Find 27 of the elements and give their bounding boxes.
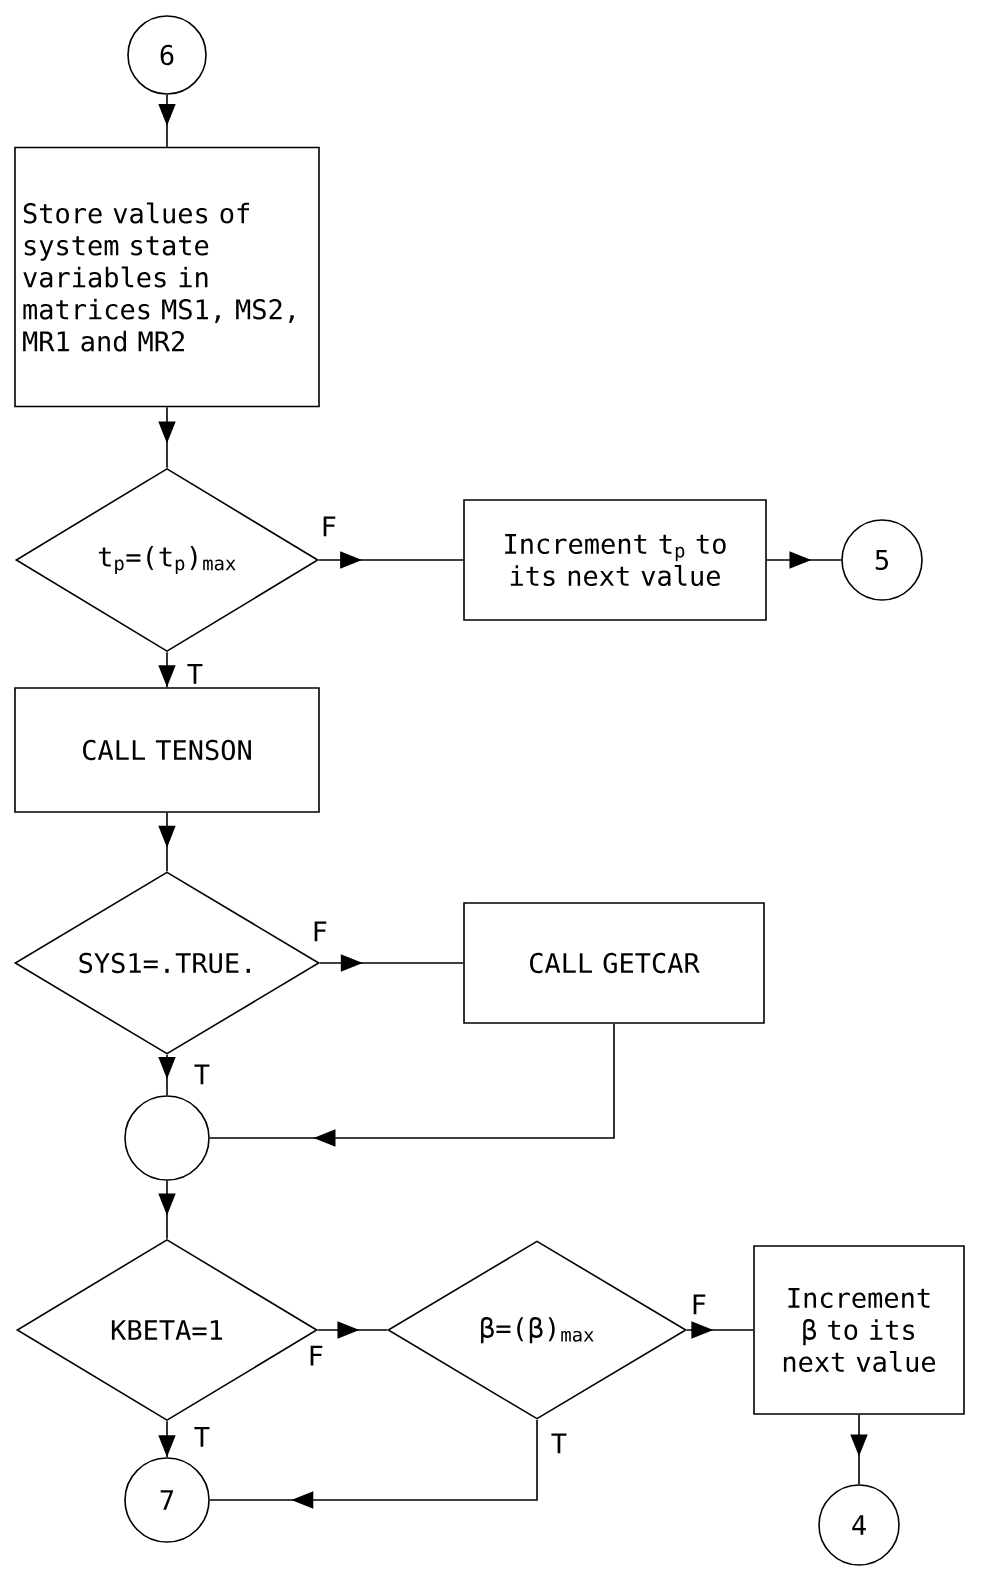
arrow: [766, 551, 842, 569]
process-box: Increment t$_{p}$ to its next value: [463, 499, 767, 621]
edge-label: T: [549, 1432, 569, 1455]
arrow: [850, 1414, 868, 1485]
arrow: [158, 1180, 176, 1240]
edge-label: T: [192, 1426, 212, 1448]
edge-label: T: [192, 1063, 212, 1086]
connector-circle: [124, 1095, 210, 1181]
process-box: CALL GETCAR: [463, 902, 765, 1024]
arrow: [158, 406, 176, 469]
edge-label: F: [689, 1293, 708, 1316]
arrow: [158, 1054, 176, 1096]
process-box: Store values of system state variables in matrices MS1, MS2, MR1 and MR2: [14, 146, 320, 408]
arrow: [209, 1023, 615, 1147]
edge-label: F: [319, 515, 338, 538]
arrow: [158, 651, 176, 688]
arrow: [158, 812, 176, 872]
edge-label: T: [185, 663, 205, 685]
arrow: [686, 1321, 754, 1339]
arrow: [319, 954, 464, 972]
arrow: [158, 94, 176, 148]
arrow: [209, 1419, 538, 1509]
arrow: [318, 551, 464, 569]
process-box: CALL TENSON: [14, 687, 320, 813]
arrow: [317, 1321, 388, 1339]
arrow: [158, 1420, 176, 1458]
process-box: Increment β to its next value: [753, 1245, 965, 1415]
